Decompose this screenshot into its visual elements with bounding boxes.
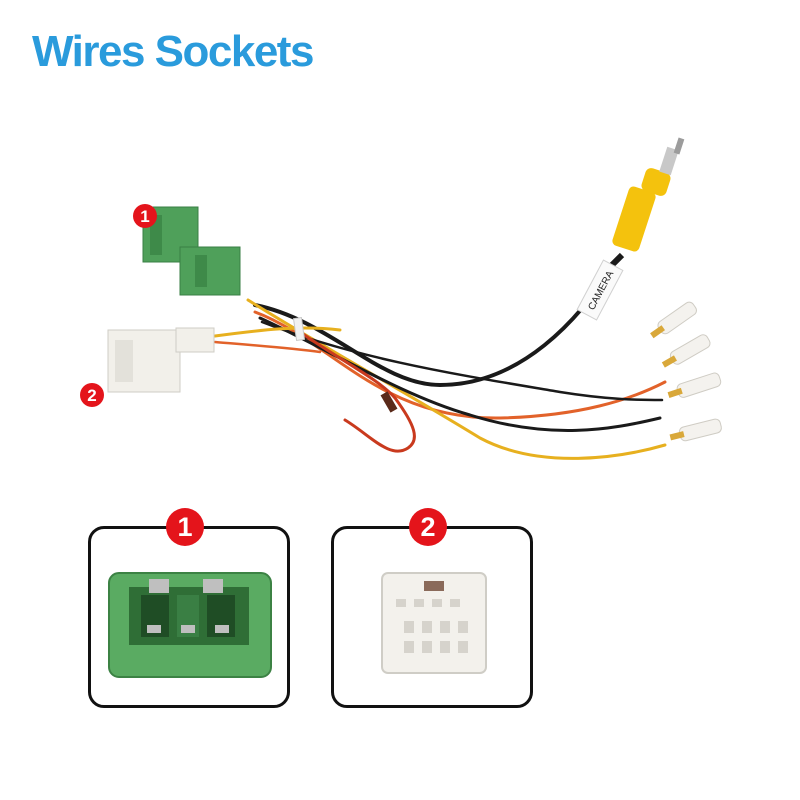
orange-wire-2	[213, 340, 322, 354]
green-socket-face	[108, 572, 272, 678]
black-wire	[253, 260, 617, 388]
rca-plug	[609, 137, 685, 268]
page-title: Wires Sockets	[32, 27, 314, 76]
connector-2-marker: 2	[80, 383, 104, 407]
black-wire-3	[260, 320, 664, 402]
connector-2-white	[107, 327, 215, 393]
panel-1-marker: 1	[166, 508, 204, 546]
connector-1-marker: 1	[133, 204, 157, 228]
wire-harness-photo: CAMERA	[107, 137, 722, 460]
white-socket-face	[381, 572, 487, 674]
connector-1-detail-panel	[88, 526, 290, 708]
connector-2-detail-panel	[331, 526, 533, 708]
yellow-wire-2	[213, 326, 342, 338]
connector-1-green	[142, 206, 241, 296]
panel-2-marker: 2	[409, 508, 447, 546]
red-wire	[298, 330, 416, 453]
black-wire-2	[258, 316, 662, 432]
